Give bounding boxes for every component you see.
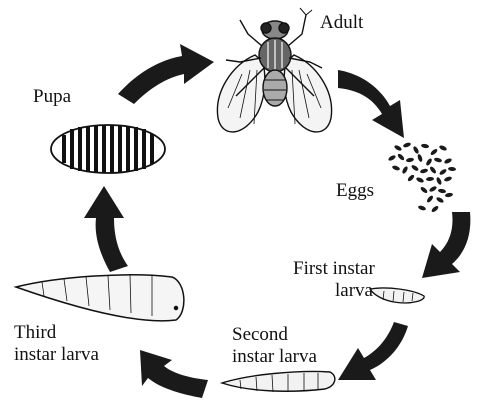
- first-instar-larva-illustration: [370, 288, 424, 303]
- label-second-instar-larva: Second instar larva: [232, 324, 317, 368]
- arrow-eggs-to-first-instar-icon: [422, 212, 470, 278]
- second-instar-larva-illustration: [222, 371, 335, 392]
- label-eggs: Eggs: [336, 180, 374, 202]
- arrow-first-to-second-instar-icon: [338, 322, 408, 380]
- eggs-cluster-illustration: [388, 142, 457, 213]
- label-pupa: Pupa: [33, 86, 71, 108]
- label-adult: Adult: [320, 12, 363, 34]
- arrow-pupa-to-adult-icon: [118, 44, 214, 104]
- arrow-third-instar-to-pupa-icon: [84, 186, 128, 272]
- arrow-second-to-third-instar-icon: [140, 350, 208, 398]
- label-first-instar-larva: First instar larva: [293, 258, 375, 302]
- third-instar-larva-illustration: [16, 275, 184, 321]
- pupa-illustration: [51, 125, 165, 173]
- arrow-adult-to-eggs-icon: [338, 70, 404, 138]
- label-third-instar-larva: Third instar larva: [14, 322, 99, 366]
- adult-fly-illustration: [217, 8, 331, 132]
